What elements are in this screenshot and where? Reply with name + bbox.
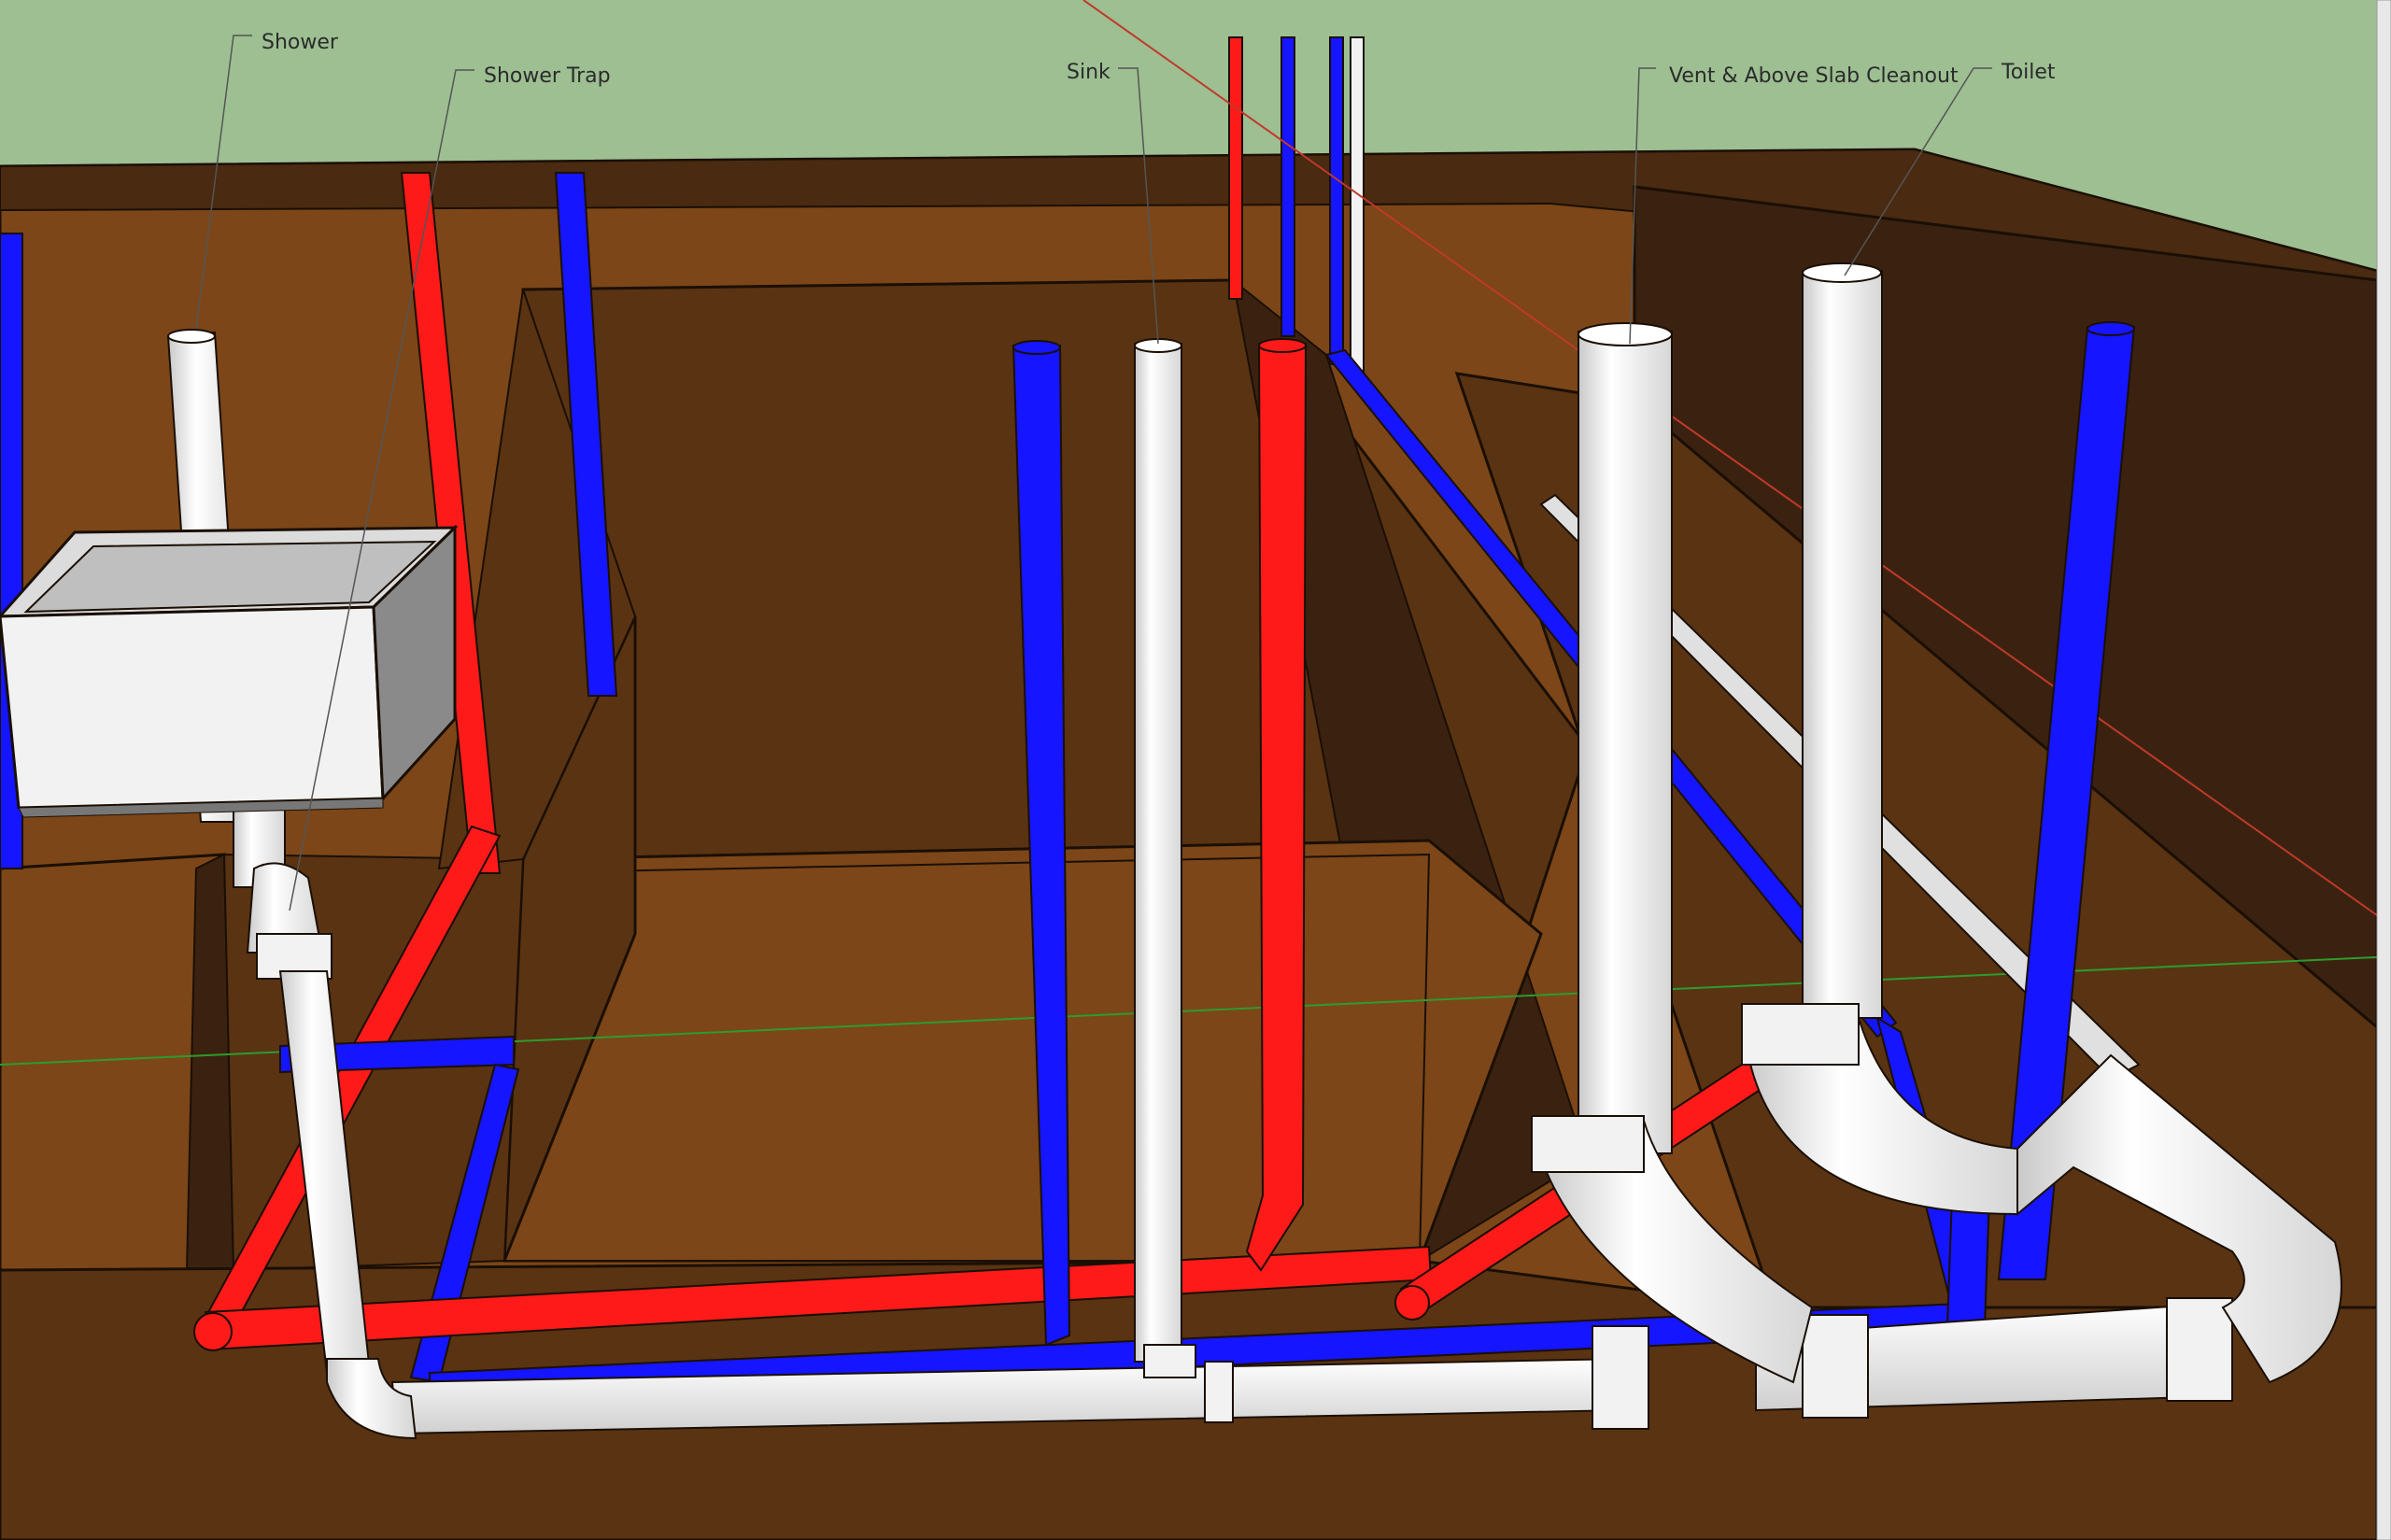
riser-shower-top <box>167 329 216 344</box>
leader-toilet <box>1844 67 1992 276</box>
riser-cold-right-top <box>2087 321 2135 336</box>
shower-box-front <box>0 605 385 810</box>
label-shower-trap: Shower Trap <box>484 64 611 88</box>
shower-drain-elbow <box>326 1358 417 1440</box>
leader-vent <box>1629 67 1656 345</box>
drain-coupling-1 <box>1143 1344 1196 1378</box>
leader-shower-trap <box>289 69 474 911</box>
leader-shower <box>195 35 252 330</box>
riser-blue-back-1 <box>1280 36 1295 337</box>
label-toilet: Toilet <box>2001 61 2056 84</box>
riser-vent-cleanout-top <box>1577 322 1673 346</box>
vent-elbow <box>1540 1120 1814 1384</box>
riser-white-sink <box>1134 343 1182 1363</box>
riser-red-back <box>1228 36 1243 300</box>
pipe-cold-right-up <box>1945 1194 1991 1327</box>
riser-blue-back-2 <box>1329 36 1344 365</box>
toilet-coupling <box>1741 1003 1860 1066</box>
riser-vent-cleanout <box>1577 331 1673 1154</box>
drain-coupling-4 <box>1802 1314 1869 1419</box>
shower-trap <box>246 862 324 954</box>
vent-coupling <box>1531 1115 1645 1173</box>
riser-toilet <box>1802 270 1883 1019</box>
riser-cold-sink-top <box>1012 340 1061 355</box>
drain-coupling-5 <box>2166 1297 2233 1402</box>
pipe-hot-right-end <box>1394 1285 1430 1321</box>
pipe-cold-left-horiz <box>279 1035 515 1074</box>
viewport-edge <box>2376 0 2391 1540</box>
riser-white-back <box>1350 36 1365 374</box>
shower-box-lip <box>18 798 384 818</box>
shower-box-side <box>372 524 457 802</box>
riser-blue-left <box>554 172 618 697</box>
toilet-elbow <box>1746 1017 2018 1216</box>
drain-coupling-2 <box>1204 1361 1234 1423</box>
drain-coupling-3 <box>1592 1325 1649 1430</box>
pipe-hot-main-end <box>193 1312 233 1351</box>
shower-box-inner <box>23 540 437 614</box>
drain-back-elbow <box>2016 1053 2342 1384</box>
leader-sink <box>1118 67 1159 345</box>
label-vent-cleanout: Vent & Above Slab Cleanout <box>1669 64 1959 88</box>
red-axis-line <box>1082 0 2378 916</box>
riser-hot-sink-top <box>1258 338 1307 353</box>
riser-toilet-top <box>1802 262 1882 283</box>
label-shower: Shower <box>262 31 339 54</box>
label-sink: Sink <box>1067 61 1111 84</box>
